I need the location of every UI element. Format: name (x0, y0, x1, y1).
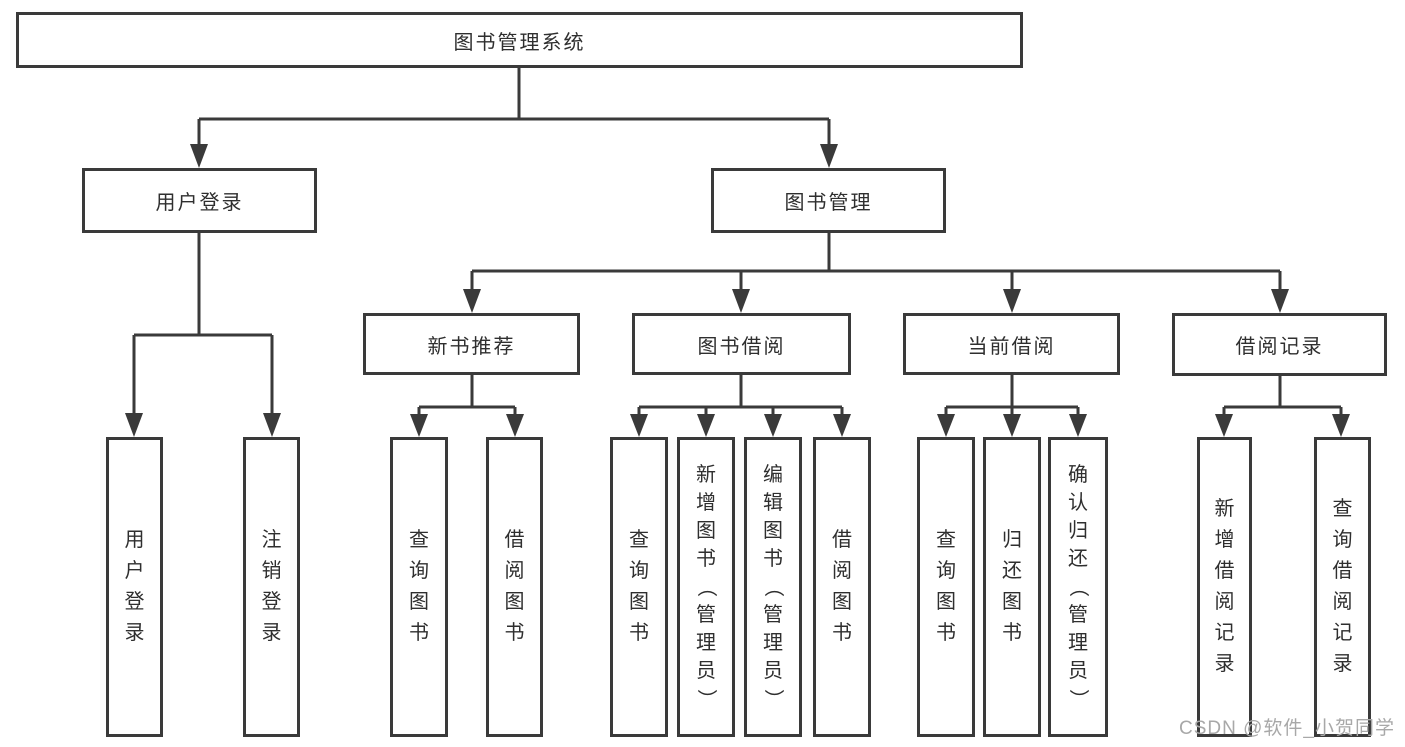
leaf-return-book: 归还图书 (983, 437, 1041, 737)
node-borrow-records: 借阅记录 (1172, 313, 1387, 376)
node-library-management-system: 图书管理系统 (16, 12, 1023, 68)
leaf-borrow-book: 借阅图书 (813, 437, 871, 737)
leaf-query-book-borrow: 查询图书 (610, 437, 668, 737)
watermark: CSDN @软件_小贺同学 (1179, 718, 1395, 739)
leaf-confirm-return-admin: 确认归还（管理员） (1048, 437, 1108, 737)
leaf-add-book-admin: 新增图书（管理员） (677, 437, 735, 737)
leaf-user-login: 用户登录 (106, 437, 163, 737)
node-current-borrow: 当前借阅 (903, 313, 1120, 375)
leaf-query-borrow-record: 查询借阅记录 (1314, 437, 1371, 737)
leaf-edit-book-admin: 编辑图书（管理员） (744, 437, 802, 737)
leaf-query-book-current: 查询图书 (917, 437, 975, 737)
leaf-borrow-book-recommend: 借阅图书 (486, 437, 543, 737)
leaf-logout: 注销登录 (243, 437, 300, 737)
node-new-book-recommend: 新书推荐 (363, 313, 580, 375)
node-user-login: 用户登录 (82, 168, 317, 233)
leaf-add-borrow-record: 新增借阅记录 (1197, 437, 1252, 737)
leaf-query-book-recommend: 查询图书 (390, 437, 448, 737)
node-book-borrow: 图书借阅 (632, 313, 851, 375)
node-book-management: 图书管理 (711, 168, 946, 233)
